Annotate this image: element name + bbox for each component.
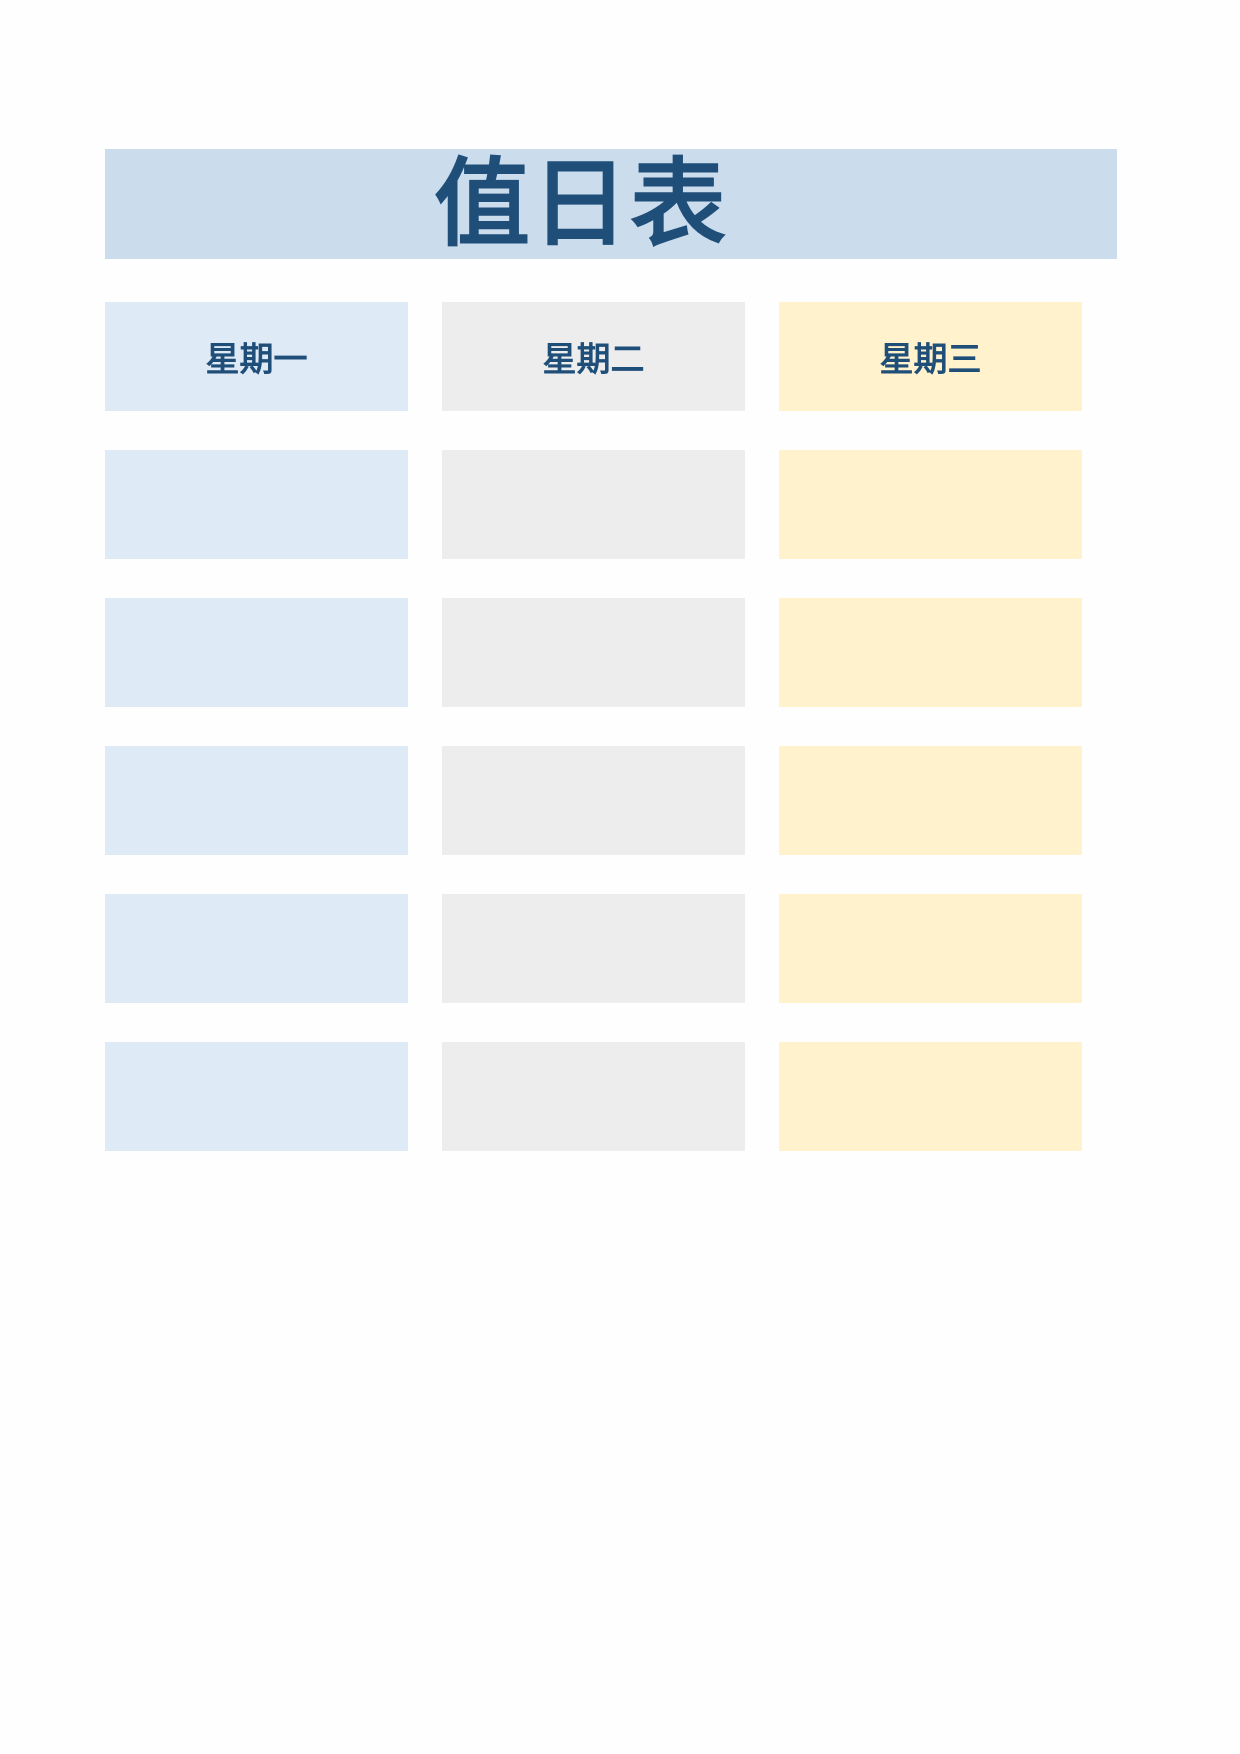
duty-cell-tuesday[interactable] [442, 1042, 745, 1151]
duty-cell-monday[interactable] [105, 894, 408, 1003]
duty-cell-tuesday[interactable] [442, 598, 745, 707]
duty-cell-monday[interactable] [105, 450, 408, 559]
duty-cell-wednesday[interactable] [779, 450, 1082, 559]
duty-cell-wednesday[interactable] [779, 1042, 1082, 1151]
header-monday: 星期一 [105, 302, 408, 411]
duty-cell-monday[interactable] [105, 598, 408, 707]
duty-cell-wednesday[interactable] [779, 746, 1082, 855]
header-wednesday: 星期三 [779, 302, 1082, 411]
duty-cell-wednesday[interactable] [779, 894, 1082, 1003]
header-tuesday: 星期二 [442, 302, 745, 411]
duty-cell-wednesday[interactable] [779, 598, 1082, 707]
page-title: 值日表 [434, 148, 728, 260]
duty-cell-monday[interactable] [105, 746, 408, 855]
duty-cell-tuesday[interactable] [442, 746, 745, 855]
duty-cell-monday[interactable] [105, 1042, 408, 1151]
duty-cell-tuesday[interactable] [442, 894, 745, 1003]
title-banner: 值日表 [105, 149, 1117, 259]
duty-cell-tuesday[interactable] [442, 450, 745, 559]
